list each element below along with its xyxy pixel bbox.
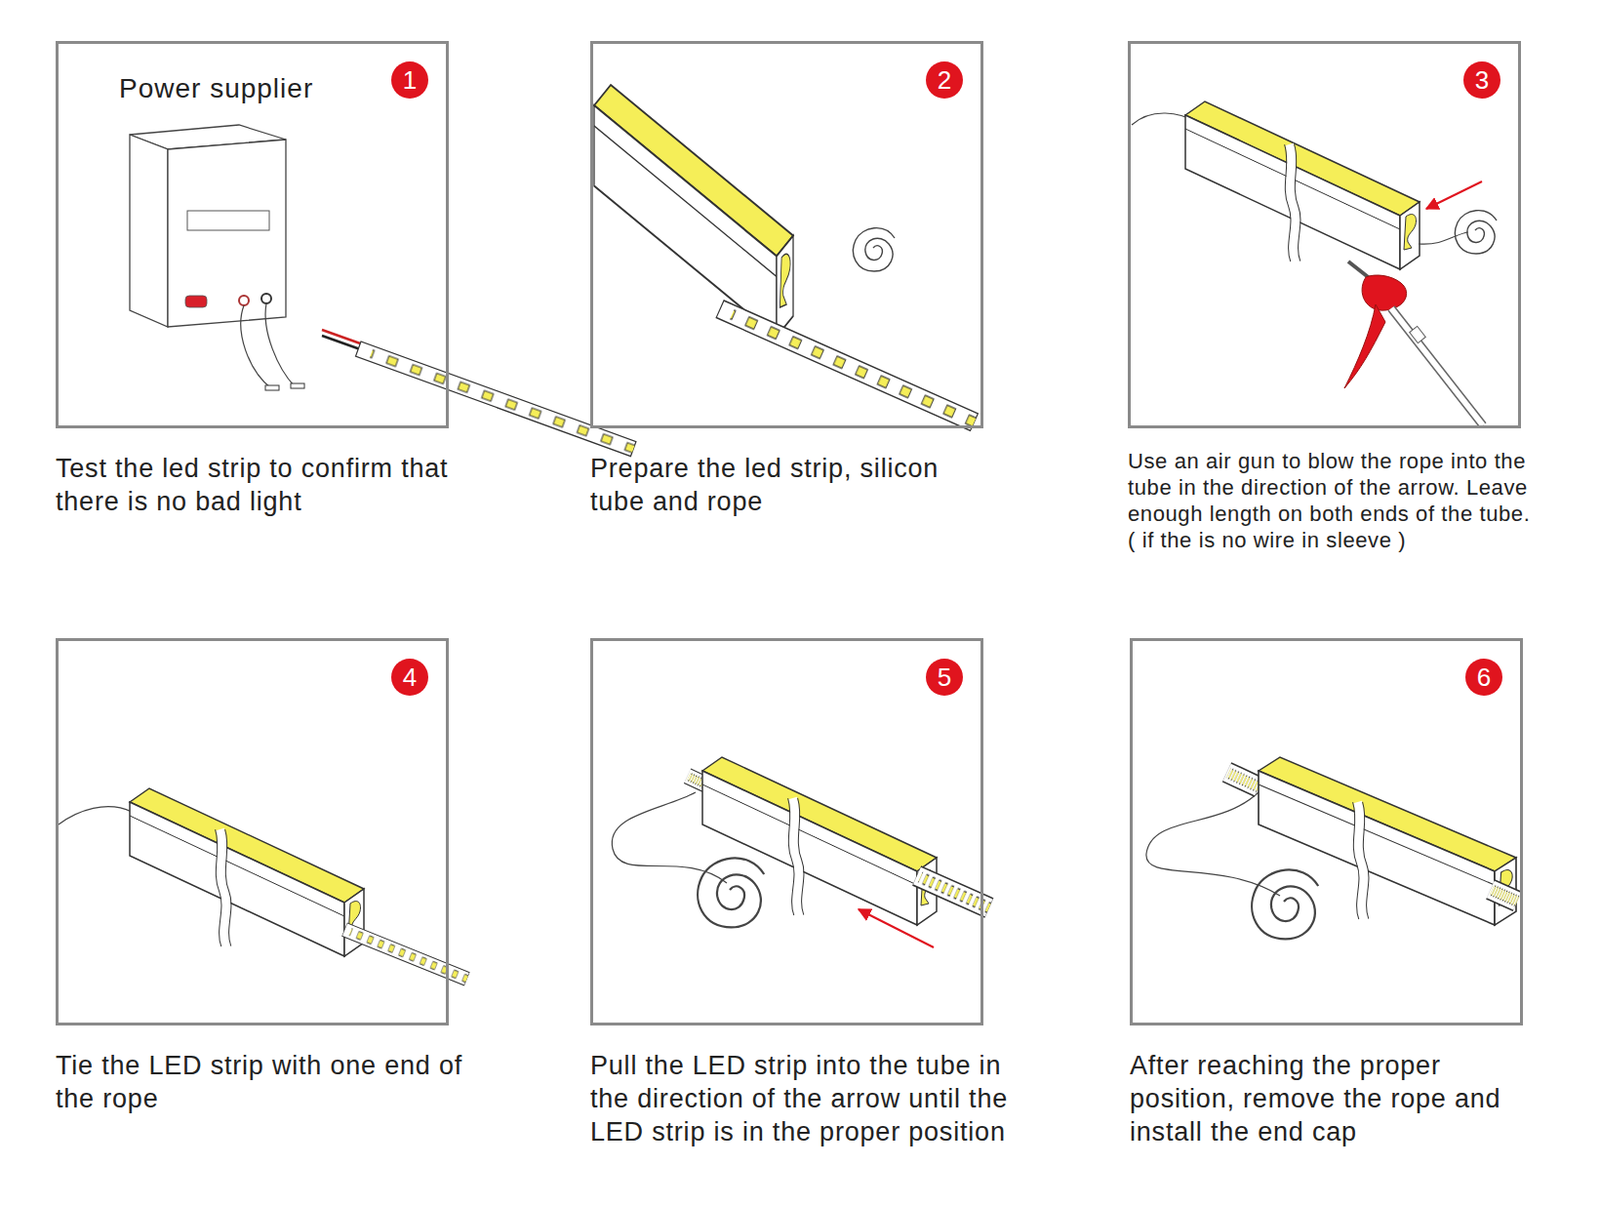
callout-number: 6 (1465, 658, 1503, 696)
step-panel: 6After reaching the proper position, rem… (1129, 638, 1523, 1026)
step-caption-box: Pull the LED strip into the tube in the … (590, 1048, 1010, 1149)
step-caption: Use an air gun to blow the rope into the… (1127, 447, 1567, 527)
callout-number: 2 (925, 61, 963, 99)
step-caption-box: Prepare the led strip, silicon tube and … (590, 451, 1000, 519)
step-caption-box: Tie the LED strip with one end of the ro… (55, 1048, 466, 1116)
step-caption: After reaching the proper position, remo… (1129, 1048, 1540, 1149)
step-caption: Pull the LED strip into the tube in the … (590, 1048, 1010, 1149)
callout-number: 1 (391, 61, 429, 99)
step-caption: Tie the LED strip with one end of the ro… (55, 1048, 466, 1116)
step-caption: Prepare the led strip, silicon tube and … (590, 451, 1000, 519)
step-panel: 5Pull the LED strip into the tube in the… (590, 638, 984, 1026)
device-label: Power supplier (119, 73, 314, 105)
step-panel: 2Prepare the led strip, silicon tube and… (590, 40, 984, 429)
callout-number: 4 (391, 658, 429, 696)
step-panel: 4Tie the LED strip with one end of the r… (55, 638, 449, 1026)
callout-number: 3 (1463, 61, 1501, 99)
step-panel: 1Power supplierTest the led strip to con… (55, 40, 449, 429)
step-caption-box: Test the led strip to confirm that there… (55, 451, 485, 519)
step-caption-box: Use an air gun to blow the rope into the… (1127, 447, 1567, 554)
step-caption: ( if the is no wire in sleeve ) (1127, 526, 1567, 554)
step-caption: Test the led strip to confirm that there… (55, 451, 485, 519)
step-panel: 3Use an air gun to blow the rope into th… (1127, 40, 1521, 429)
callout-number: 5 (925, 658, 963, 696)
step-caption-box: After reaching the proper position, remo… (1129, 1048, 1540, 1149)
